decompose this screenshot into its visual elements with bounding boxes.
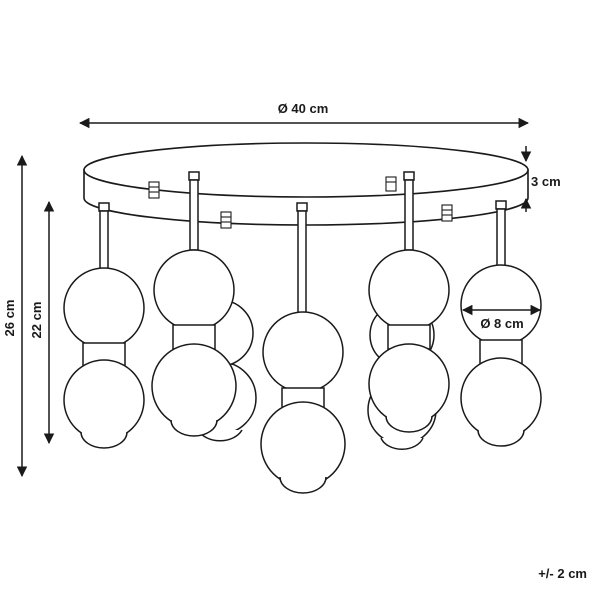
pendant-4 xyxy=(368,171,450,433)
dimension-lines xyxy=(16,117,542,478)
pendant-1 xyxy=(63,202,145,449)
canopy-height-label: 3 cm xyxy=(531,174,561,189)
width-label: Ø 40 cm xyxy=(278,101,329,116)
inner-height-label: 22 cm xyxy=(29,302,44,339)
pendant-2 xyxy=(151,171,237,437)
globe-diameter-label: Ø 8 cm xyxy=(480,316,523,331)
total-height-label: 26 cm xyxy=(2,300,17,337)
tolerance-label: +/- 2 cm xyxy=(538,566,587,581)
pendant-3 xyxy=(260,202,346,494)
canopy-screws xyxy=(148,176,453,229)
